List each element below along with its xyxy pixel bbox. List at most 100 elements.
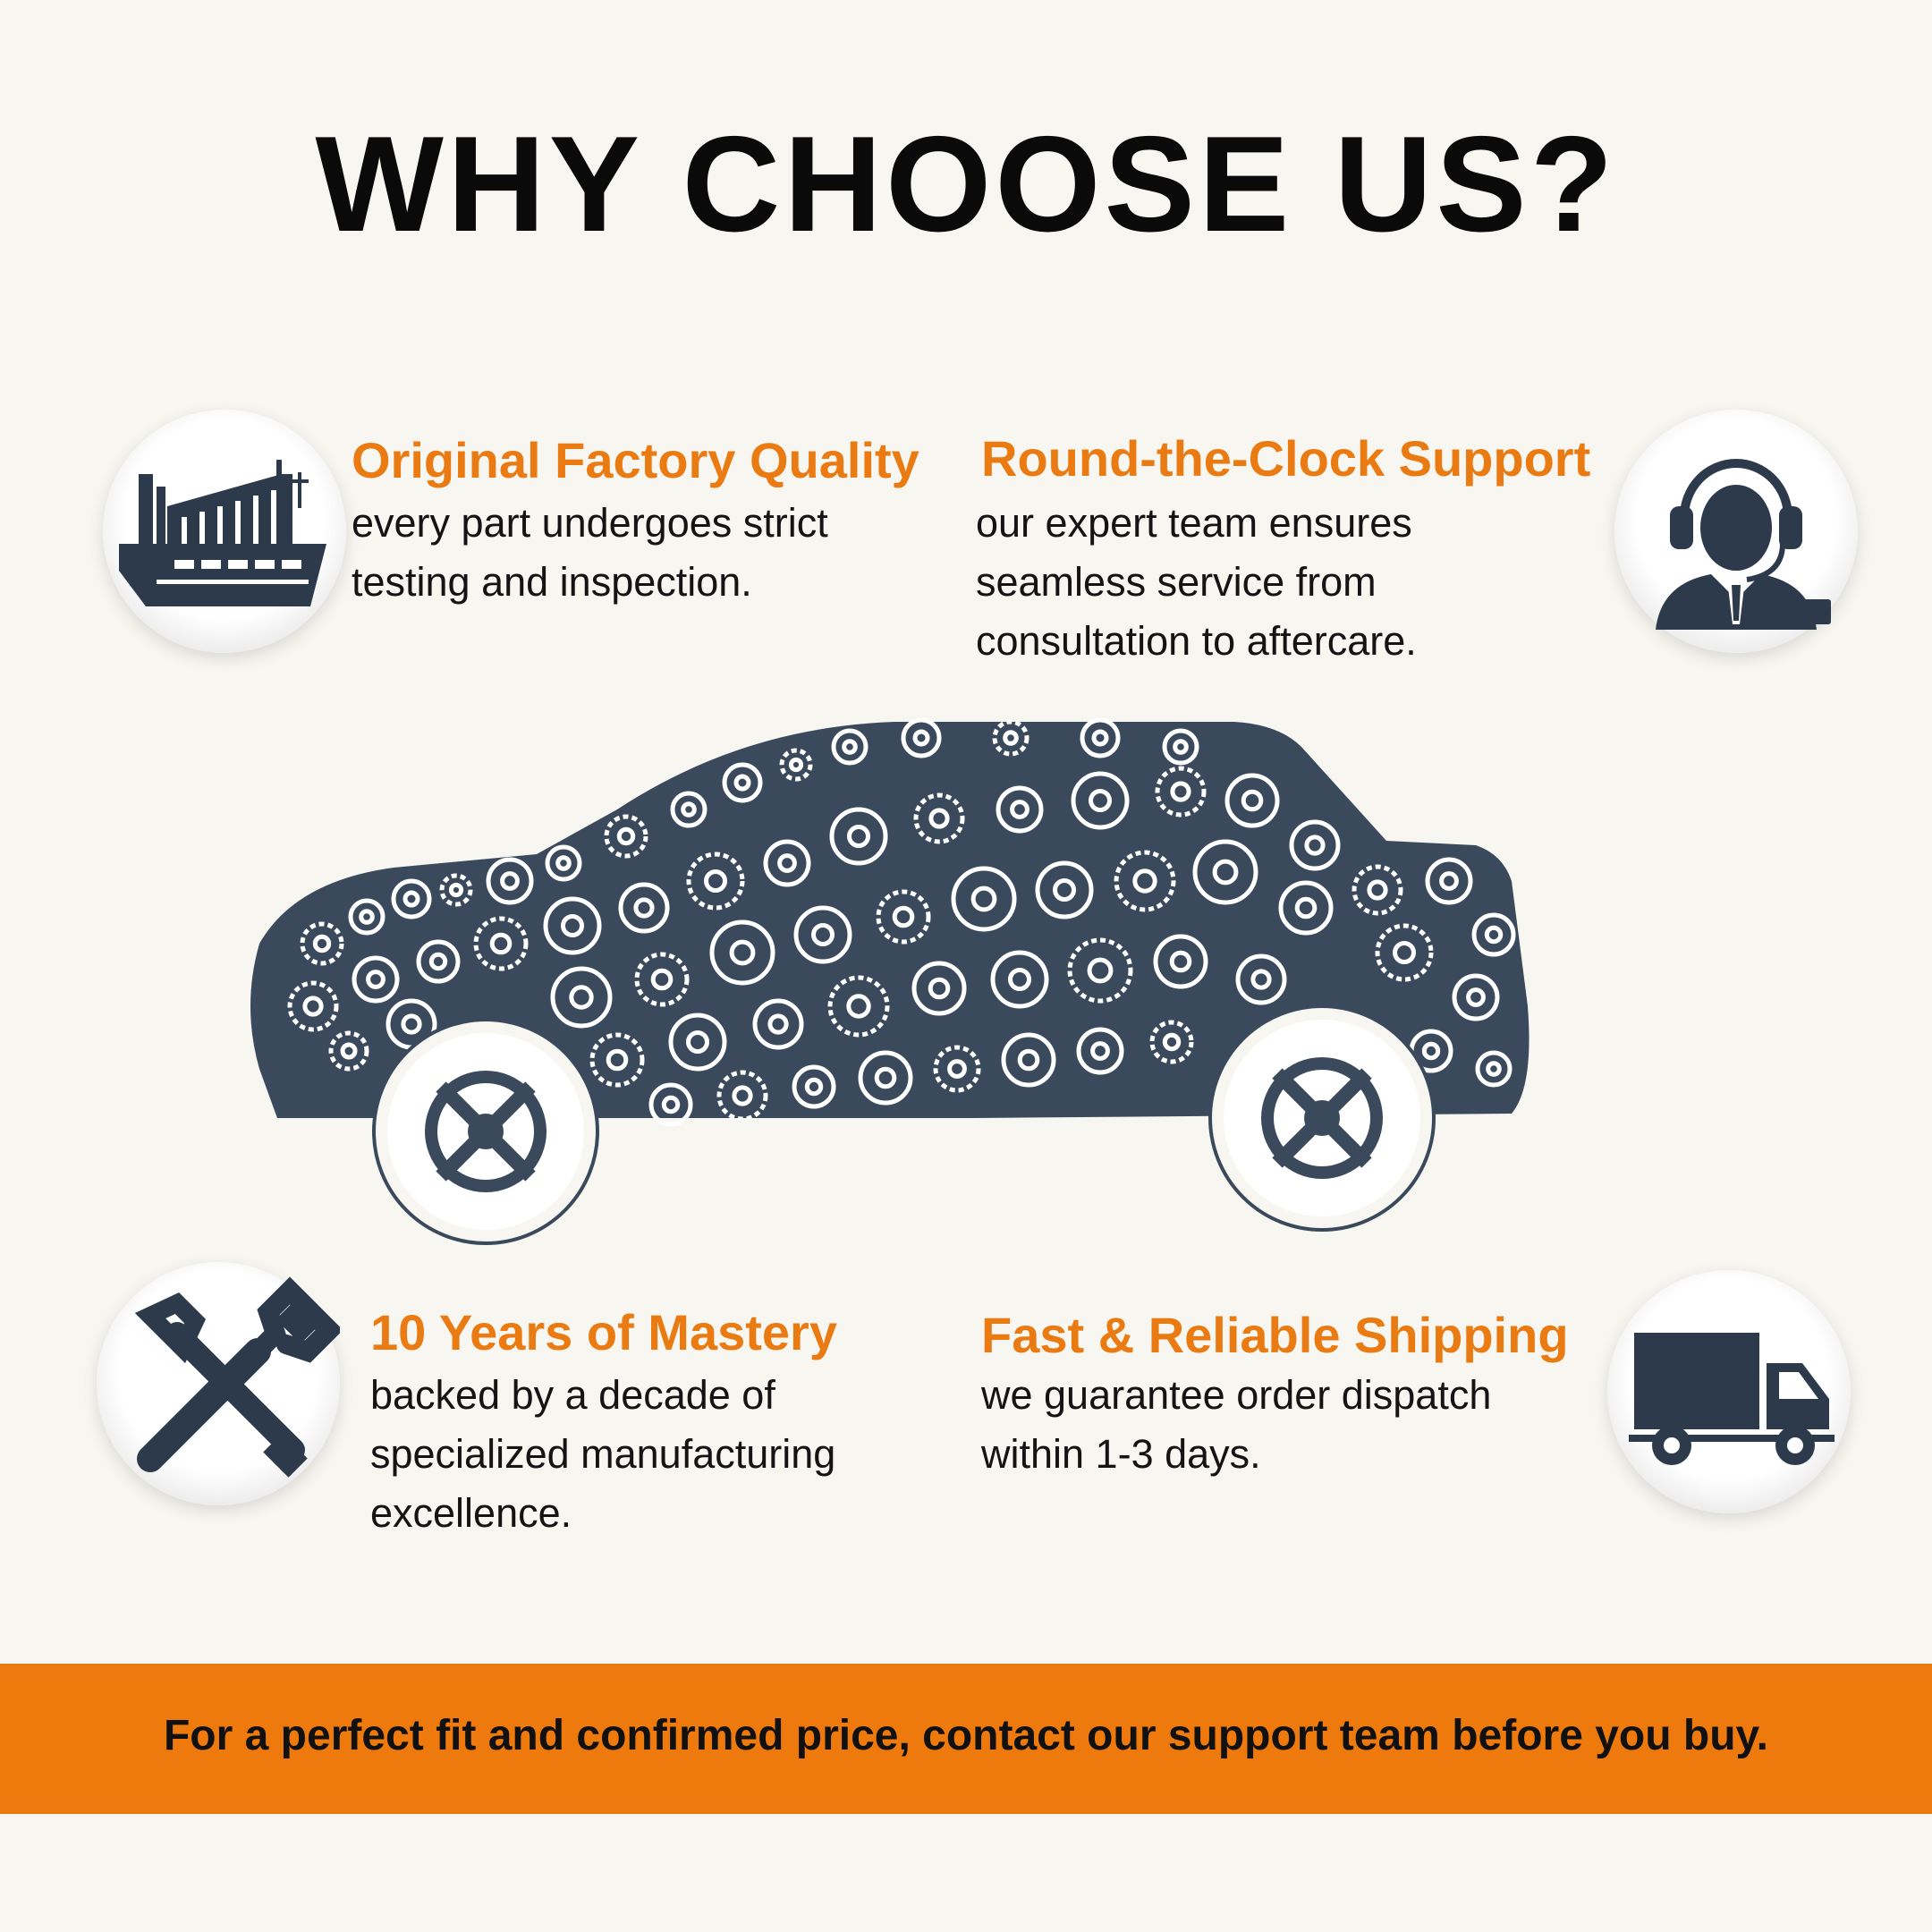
- gear-hub: [1087, 957, 1114, 984]
- truck-icon-badge: [1607, 1270, 1851, 1513]
- feature-desc-mastery: backed by a decade of specialized manufa…: [370, 1366, 943, 1543]
- gear-shape: [1278, 880, 1334, 936]
- gear-hub: [1010, 800, 1030, 819]
- gear-hub: [1367, 879, 1388, 901]
- gear-shape: [1471, 912, 1516, 957]
- gear-hub: [777, 853, 797, 873]
- feature-title-support: Round-the-Clock Support: [981, 430, 1591, 487]
- gear-shape: [876, 889, 931, 945]
- gear-shape: [722, 762, 763, 803]
- gear-hub: [874, 1066, 897, 1089]
- gear-hub: [847, 825, 870, 848]
- gear-hub: [1170, 781, 1191, 802]
- gear-hub: [892, 905, 915, 928]
- gear-shape: [752, 998, 804, 1050]
- gear-hub: [650, 968, 674, 991]
- gear-shape: [1076, 1027, 1124, 1075]
- gear-hub: [788, 757, 804, 773]
- gear-shape: [391, 878, 432, 919]
- gear-shape: [913, 792, 965, 844]
- gear-hub: [1132, 869, 1157, 894]
- gear-shape: [716, 1070, 768, 1122]
- gear-shape: [348, 898, 386, 936]
- desc-line: seamless service from: [976, 559, 1377, 605]
- gear-hub: [616, 826, 636, 846]
- gear-shape: [1475, 1050, 1513, 1088]
- gear-hub: [401, 1013, 422, 1035]
- car-gears: [287, 717, 1516, 1127]
- gear-hub: [1484, 925, 1504, 945]
- gear-hub: [489, 932, 513, 955]
- gear-shape: [1192, 839, 1258, 905]
- gear-shape: [1149, 1020, 1194, 1064]
- gear-shape: [543, 896, 602, 955]
- gear-shape: [827, 975, 890, 1038]
- gear-shape: [1155, 766, 1207, 818]
- gear-shape: [1162, 728, 1199, 766]
- gear-shape: [439, 873, 473, 907]
- truck-icon: [1629, 1333, 1835, 1465]
- gear-hub: [1169, 950, 1192, 973]
- gear-shape: [990, 950, 1049, 1009]
- gear-shape: [779, 748, 813, 782]
- gear-shape: [486, 857, 534, 905]
- feature-desc-support: our expert team ensures seamless service…: [976, 494, 1584, 671]
- gear-hub: [1393, 941, 1416, 964]
- front-wheel: [372, 1018, 599, 1245]
- gear-shape: [763, 839, 811, 887]
- gear-hub: [732, 1085, 753, 1106]
- gear-hub: [1017, 1048, 1040, 1072]
- gear-hub: [1212, 859, 1239, 886]
- gear-shape: [1001, 1032, 1056, 1088]
- gear-hub: [302, 996, 324, 1017]
- gear-hub: [1053, 878, 1076, 902]
- gear-shape: [951, 866, 1017, 932]
- gear-shape: [1080, 717, 1121, 758]
- gear-hub: [1091, 729, 1109, 747]
- gear-shape: [352, 955, 400, 1004]
- desc-line: every part undergoes strict: [352, 500, 828, 546]
- gear-hub: [947, 1059, 967, 1079]
- page-title: WHY CHOOSE US?: [315, 108, 1617, 260]
- desc-line: our expert team ensures: [976, 500, 1412, 546]
- feature-desc-shipping: we guarantee order dispatch within 1-3 d…: [981, 1366, 1589, 1484]
- gear-hub: [569, 985, 594, 1010]
- gear-shape: [709, 919, 775, 986]
- contact-banner: For a perfect fit and confirmed price, c…: [0, 1664, 1932, 1814]
- gear-hub: [733, 774, 751, 792]
- gear-hub: [1304, 835, 1326, 856]
- gear-shape: [1067, 937, 1133, 1004]
- gear-hub: [1173, 739, 1189, 755]
- gear-hub: [1241, 789, 1264, 812]
- gear-hub: [846, 994, 871, 1019]
- gear-hub: [704, 869, 727, 893]
- gear-hub: [1162, 1032, 1182, 1052]
- gear-shape: [648, 1082, 693, 1127]
- gear-hub: [681, 801, 697, 818]
- factory-icon: [119, 460, 326, 606]
- gear-hub: [729, 939, 756, 966]
- gear-shape: [1375, 923, 1434, 982]
- gear-hub: [366, 970, 386, 989]
- gear-hub: [428, 952, 448, 971]
- gear-hub: [633, 897, 655, 919]
- gear-shape: [634, 952, 690, 1007]
- gear-hub: [1250, 969, 1272, 990]
- gear-hub: [340, 1042, 358, 1060]
- gear-shape: [1235, 953, 1287, 1005]
- gear-hub: [970, 886, 997, 912]
- gear-hub: [767, 1013, 789, 1035]
- desc-line: excellence.: [370, 1490, 572, 1536]
- gear-hub: [928, 808, 950, 829]
- support-agent-icon-badge: [1614, 410, 1858, 653]
- gear-shape: [416, 939, 461, 984]
- gear-shape: [604, 814, 648, 859]
- desc-line: specialized manufacturing: [370, 1431, 836, 1477]
- gear-shape: [668, 1013, 727, 1072]
- gear-hub: [1466, 987, 1486, 1007]
- gear-hub: [1439, 871, 1459, 891]
- factory-icon-badge: [103, 410, 346, 653]
- desc-line: we guarantee order dispatch: [981, 1372, 1492, 1418]
- feature-title-quality: Original Factory Quality: [352, 432, 919, 488]
- gear-shape: [300, 921, 344, 966]
